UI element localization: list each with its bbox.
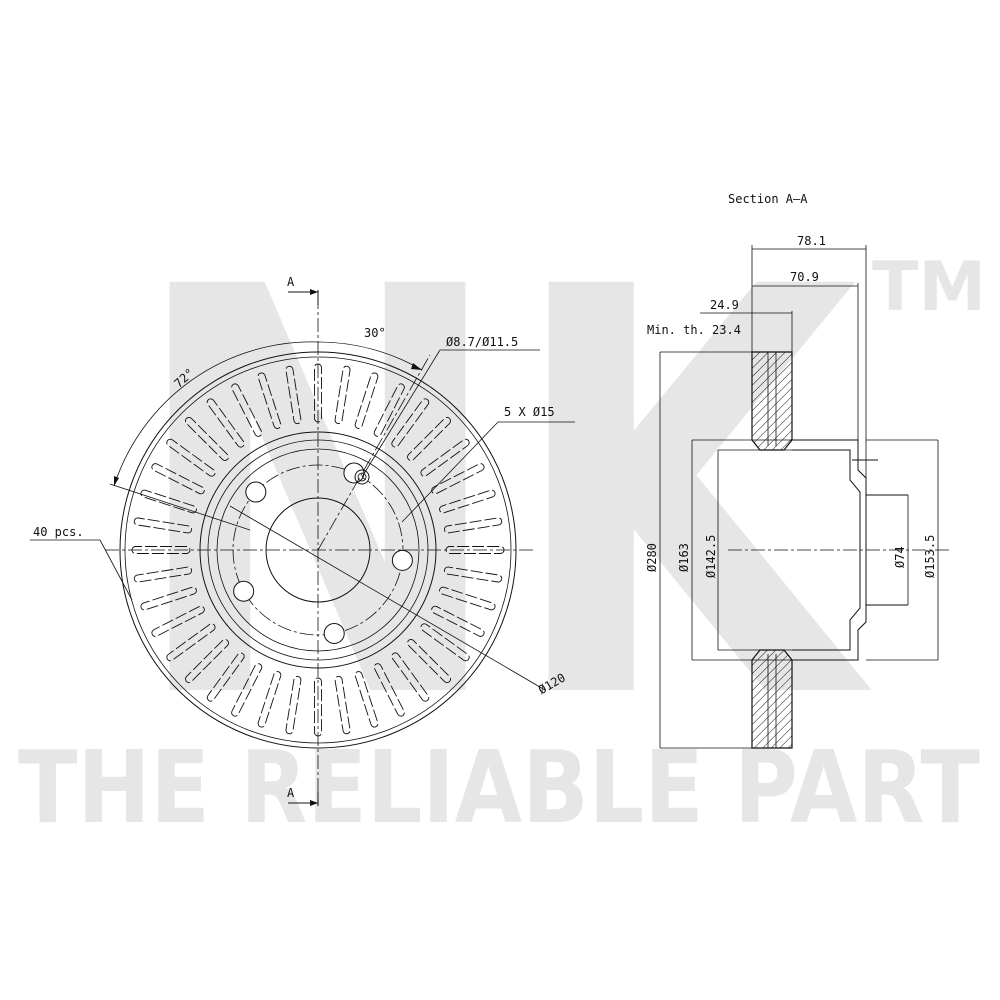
vane-slot	[373, 663, 405, 717]
bolt-holes-leader	[401, 421, 499, 523]
vane-slot	[231, 383, 263, 437]
vane-slot	[151, 605, 205, 637]
vane-slot	[439, 586, 496, 611]
vane-slot	[151, 463, 205, 495]
vane-slot	[334, 365, 351, 425]
section-label-bottom: A	[287, 786, 295, 800]
cooling-vanes	[131, 363, 505, 737]
vane-slot	[166, 438, 216, 477]
pcd-line	[229, 505, 546, 691]
vane-slot	[391, 398, 430, 448]
bolt-hole	[245, 481, 267, 503]
dim-hub-dia: Ø153.5	[923, 535, 937, 578]
vane-slot	[443, 566, 503, 583]
vane-slot	[231, 663, 263, 717]
vane-slot	[354, 671, 379, 728]
vane-slot	[439, 489, 496, 514]
vane-slot	[431, 605, 485, 637]
dim-center-bore: Ø74	[893, 546, 907, 568]
vane-slot	[206, 398, 245, 448]
vane-slot	[206, 652, 245, 702]
angle-72-arrowhead	[114, 476, 119, 486]
dim-overall-height: 78.1	[797, 234, 826, 248]
dim-outer-dia: Ø280	[645, 543, 659, 572]
vane-slot	[334, 675, 351, 735]
dim-hat-height: 70.9	[790, 270, 819, 284]
dim-thickness: 24.9	[710, 298, 739, 312]
bolt-hole	[233, 580, 255, 602]
dim-min-thickness: Min. th. 23.4	[647, 323, 741, 337]
watermark-tagline: THE RELIABLE PART	[18, 729, 980, 846]
angle-30-label: 30°	[364, 326, 386, 340]
bolt-holes-label: 5 X Ø15	[504, 405, 555, 419]
angle-72-leader	[109, 483, 251, 531]
vane-slot	[420, 438, 470, 477]
hole-dia-leader	[361, 349, 441, 478]
vane-slot	[407, 417, 451, 461]
vane-slot	[257, 671, 282, 728]
vanes-leader	[99, 539, 133, 601]
vane-slot	[140, 489, 197, 514]
brand-watermark: NK TM THE RELIABLE PART	[18, 171, 986, 846]
vane-slot	[373, 383, 405, 437]
watermark-trademark: TM	[872, 248, 986, 327]
vane-slot	[391, 652, 430, 702]
vane-slot	[133, 566, 193, 583]
section-view: Section A–A 78.1 70.9 24.9	[645, 192, 950, 749]
ring-section-bottom	[751, 649, 793, 749]
bolt-hole	[391, 549, 413, 571]
vane-slot	[285, 675, 302, 735]
vane-slot	[420, 623, 470, 662]
angle-30-arrowhead	[411, 363, 422, 370]
hole-dia-label: Ø8.7/Ø11.5	[446, 335, 518, 349]
vane-slot	[166, 623, 216, 662]
vane-slot	[407, 639, 451, 683]
vane-slot	[443, 517, 503, 534]
front-view: A A 30° 72° Ø8.7/Ø11.5 5 X Ø15 40 pcs. Ø…	[30, 275, 575, 806]
vane-slot	[257, 372, 282, 429]
vane-slot	[354, 372, 379, 429]
bolt-holes	[233, 462, 413, 644]
dim-hat-inner: Ø142.5	[704, 535, 718, 578]
vane-slot	[185, 417, 229, 461]
vane-slot	[285, 365, 302, 425]
angle-centerline	[317, 354, 431, 551]
angle-72-arc	[113, 341, 319, 487]
vanes-label: 40 pcs.	[33, 525, 84, 539]
vane-slot	[185, 639, 229, 683]
section-arrowhead-top	[310, 289, 318, 295]
bolt-hole	[323, 622, 345, 644]
section-arrowhead-bottom	[310, 800, 318, 806]
vane-slot	[431, 463, 485, 495]
dim-hat-outer: Ø163	[677, 543, 691, 572]
section-label-top: A	[287, 275, 295, 289]
ring-section-top	[751, 351, 793, 451]
vane-slot	[133, 517, 193, 534]
vane-slot	[140, 586, 197, 611]
locating-hole	[354, 469, 370, 485]
section-title: Section A–A	[728, 192, 808, 206]
